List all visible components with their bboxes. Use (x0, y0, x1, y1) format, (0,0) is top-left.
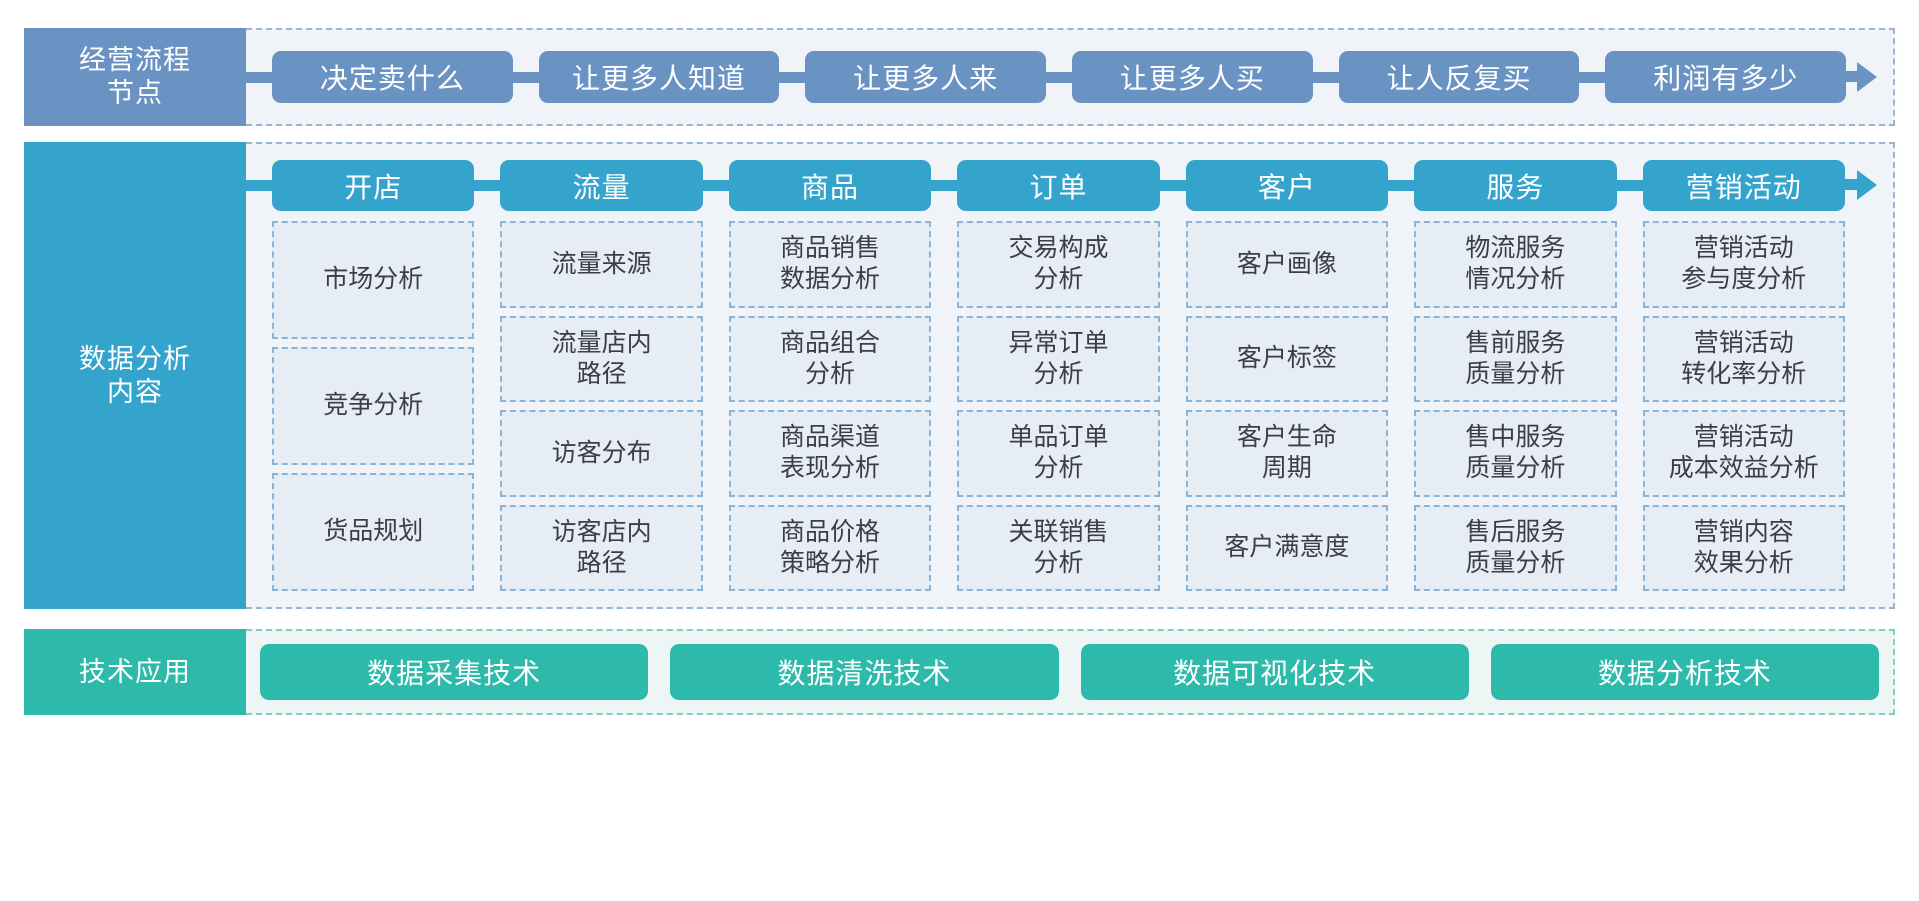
matrix-column-7: 营销活动营销活动参与度分析营销活动转化率分析营销活动成本效益分析营销内容效果分析 (1642, 160, 1845, 591)
matrix-cell[interactable]: 营销活动成本效益分析 (1642, 410, 1845, 497)
matrix-cell[interactable]: 异常订单分析 (957, 315, 1160, 402)
matrix-cell[interactable]: 客户满意度 (1185, 504, 1389, 591)
process-node-row: 决定卖什么让更多人知道让更多人来让更多人买让人反复买利润有多少 (246, 51, 1879, 103)
matrix-connector (702, 180, 729, 191)
matrix-column-header-4[interactable]: 订单 (957, 160, 1160, 211)
analysis-band: 数据分析 内容 开店市场分析竞争分析货品规划流量流量来源流量店内路径访客分布访客… (24, 142, 1895, 609)
matrix-cell[interactable]: 货品规划 (272, 473, 475, 591)
matrix-column-4: 订单交易构成分析异常订单分析单品订单分析关联销售分析 (957, 160, 1160, 591)
matrix-cell-list: 物流服务情况分析售前服务质量分析售中服务质量分析售后服务质量分析 (1414, 221, 1617, 591)
matrix-column-header-3[interactable]: 商品 (728, 160, 932, 211)
matrix-cell[interactable]: 关联销售分析 (957, 504, 1160, 591)
matrix-cell[interactable]: 访客分布 (500, 410, 703, 497)
process-arrow-icon (1845, 62, 1879, 92)
matrix-cell-list: 交易构成分析异常订单分析单品订单分析关联销售分析 (957, 221, 1160, 591)
matrix-cell[interactable]: 商品组合分析 (728, 315, 932, 402)
matrix-cell[interactable]: 市场分析 (272, 221, 475, 339)
matrix-arrow-icon (1844, 170, 1879, 200)
matrix-cell[interactable]: 营销活动参与度分析 (1642, 221, 1845, 308)
matrix-connector (931, 180, 958, 191)
matrix-cell[interactable]: 售中服务质量分析 (1414, 410, 1617, 497)
process-band-label-line1: 经营流程 (79, 45, 191, 76)
matrix-cell[interactable]: 物流服务情况分析 (1414, 221, 1617, 308)
matrix-column-6: 服务物流服务情况分析售前服务质量分析售中服务质量分析售后服务质量分析 (1414, 160, 1617, 591)
matrix-column-5: 客户客户画像客户标签客户生命周期客户满意度 (1185, 160, 1389, 591)
technology-node-1[interactable]: 数据采集技术 (260, 644, 649, 700)
process-connector (779, 71, 806, 83)
matrix-cell[interactable]: 竞争分析 (272, 347, 475, 465)
analysis-band-label-line1: 数据分析 (79, 343, 191, 374)
matrix-cell[interactable]: 客户画像 (1185, 221, 1389, 308)
matrix-connector (246, 180, 272, 191)
matrix-cell[interactable]: 客户生命周期 (1185, 410, 1389, 497)
technology-band-body: 数据采集技术数据清洗技术数据可视化技术数据分析技术 (246, 629, 1895, 715)
process-node-6[interactable]: 利润有多少 (1605, 51, 1847, 103)
matrix-cell[interactable]: 售前服务质量分析 (1414, 315, 1617, 402)
process-node-1[interactable]: 决定卖什么 (272, 51, 513, 103)
matrix-cell[interactable]: 流量来源 (500, 221, 703, 308)
technology-node-4[interactable]: 数据分析技术 (1490, 644, 1879, 700)
process-node-2[interactable]: 让更多人知道 (538, 51, 780, 103)
matrix-cell[interactable]: 营销内容效果分析 (1642, 504, 1845, 591)
technology-band-label: 技术应用 (24, 629, 246, 715)
matrix-cell[interactable]: 商品渠道表现分析 (728, 410, 932, 497)
matrix-column-3: 商品商品销售数据分析商品组合分析商品渠道表现分析商品价格策略分析 (728, 160, 932, 591)
matrix-column-header-7[interactable]: 营销活动 (1642, 160, 1845, 211)
matrix-cell[interactable]: 售后服务质量分析 (1414, 504, 1617, 591)
matrix-column-2: 流量流量来源流量店内路径访客分布访客店内路径 (500, 160, 703, 591)
process-connector (512, 71, 539, 83)
process-connector (1579, 71, 1606, 83)
matrix-cell[interactable]: 商品销售数据分析 (728, 221, 932, 308)
process-node-3[interactable]: 让更多人来 (805, 51, 1047, 103)
process-band-body: 决定卖什么让更多人知道让更多人来让更多人买让人反复买利润有多少 (246, 28, 1895, 126)
matrix-column-header-6[interactable]: 服务 (1414, 160, 1617, 211)
process-connector (246, 71, 272, 83)
technology-band: 技术应用 数据采集技术数据清洗技术数据可视化技术数据分析技术 (24, 629, 1895, 715)
matrix-cell[interactable]: 交易构成分析 (957, 221, 1160, 308)
matrix-cell[interactable]: 单品订单分析 (957, 410, 1160, 497)
matrix-connector (1616, 180, 1643, 191)
matrix-cell-list: 客户画像客户标签客户生命周期客户满意度 (1185, 221, 1389, 591)
process-band: 经营流程 节点 决定卖什么让更多人知道让更多人来让更多人买让人反复买利润有多少 (24, 28, 1895, 126)
matrix-column-header-5[interactable]: 客户 (1185, 160, 1389, 211)
matrix-cell-list: 商品销售数据分析商品组合分析商品渠道表现分析商品价格策略分析 (728, 221, 932, 591)
matrix-cell-list: 营销活动参与度分析营销活动转化率分析营销活动成本效益分析营销内容效果分析 (1642, 221, 1845, 591)
matrix-cell-list: 市场分析竞争分析货品规划 (272, 221, 475, 591)
analysis-matrix: 开店市场分析竞争分析货品规划流量流量来源流量店内路径访客分布访客店内路径商品商品… (246, 160, 1879, 591)
matrix-cell[interactable]: 流量店内路径 (500, 315, 703, 402)
process-node-5[interactable]: 让人反复买 (1338, 51, 1580, 103)
matrix-cell[interactable]: 客户标签 (1185, 315, 1389, 402)
process-band-label: 经营流程 节点 (24, 28, 246, 126)
matrix-connector (474, 180, 501, 191)
process-connector (1312, 71, 1339, 83)
analysis-band-label-line2: 内容 (107, 376, 163, 407)
analysis-band-body: 开店市场分析竞争分析货品规划流量流量来源流量店内路径访客分布访客店内路径商品商品… (246, 142, 1895, 609)
matrix-cell-list: 流量来源流量店内路径访客分布访客店内路径 (500, 221, 703, 591)
matrix-connector (1159, 180, 1186, 191)
matrix-connector (1388, 180, 1415, 191)
technology-node-3[interactable]: 数据可视化技术 (1080, 644, 1469, 700)
process-band-label-line2: 节点 (107, 78, 163, 108)
matrix-cell[interactable]: 访客店内路径 (500, 504, 703, 591)
process-node-4[interactable]: 让更多人买 (1072, 51, 1313, 103)
matrix-column-header-1[interactable]: 开店 (272, 160, 475, 211)
analysis-band-label: 数据分析 内容 (24, 142, 246, 609)
matrix-column-header-2[interactable]: 流量 (500, 160, 703, 211)
process-connector (1046, 71, 1073, 83)
matrix-cell[interactable]: 商品价格策略分析 (728, 504, 932, 591)
matrix-cell[interactable]: 营销活动转化率分析 (1642, 315, 1845, 402)
matrix-column-1: 开店市场分析竞争分析货品规划 (272, 160, 475, 591)
technology-node-2[interactable]: 数据清洗技术 (670, 644, 1059, 700)
